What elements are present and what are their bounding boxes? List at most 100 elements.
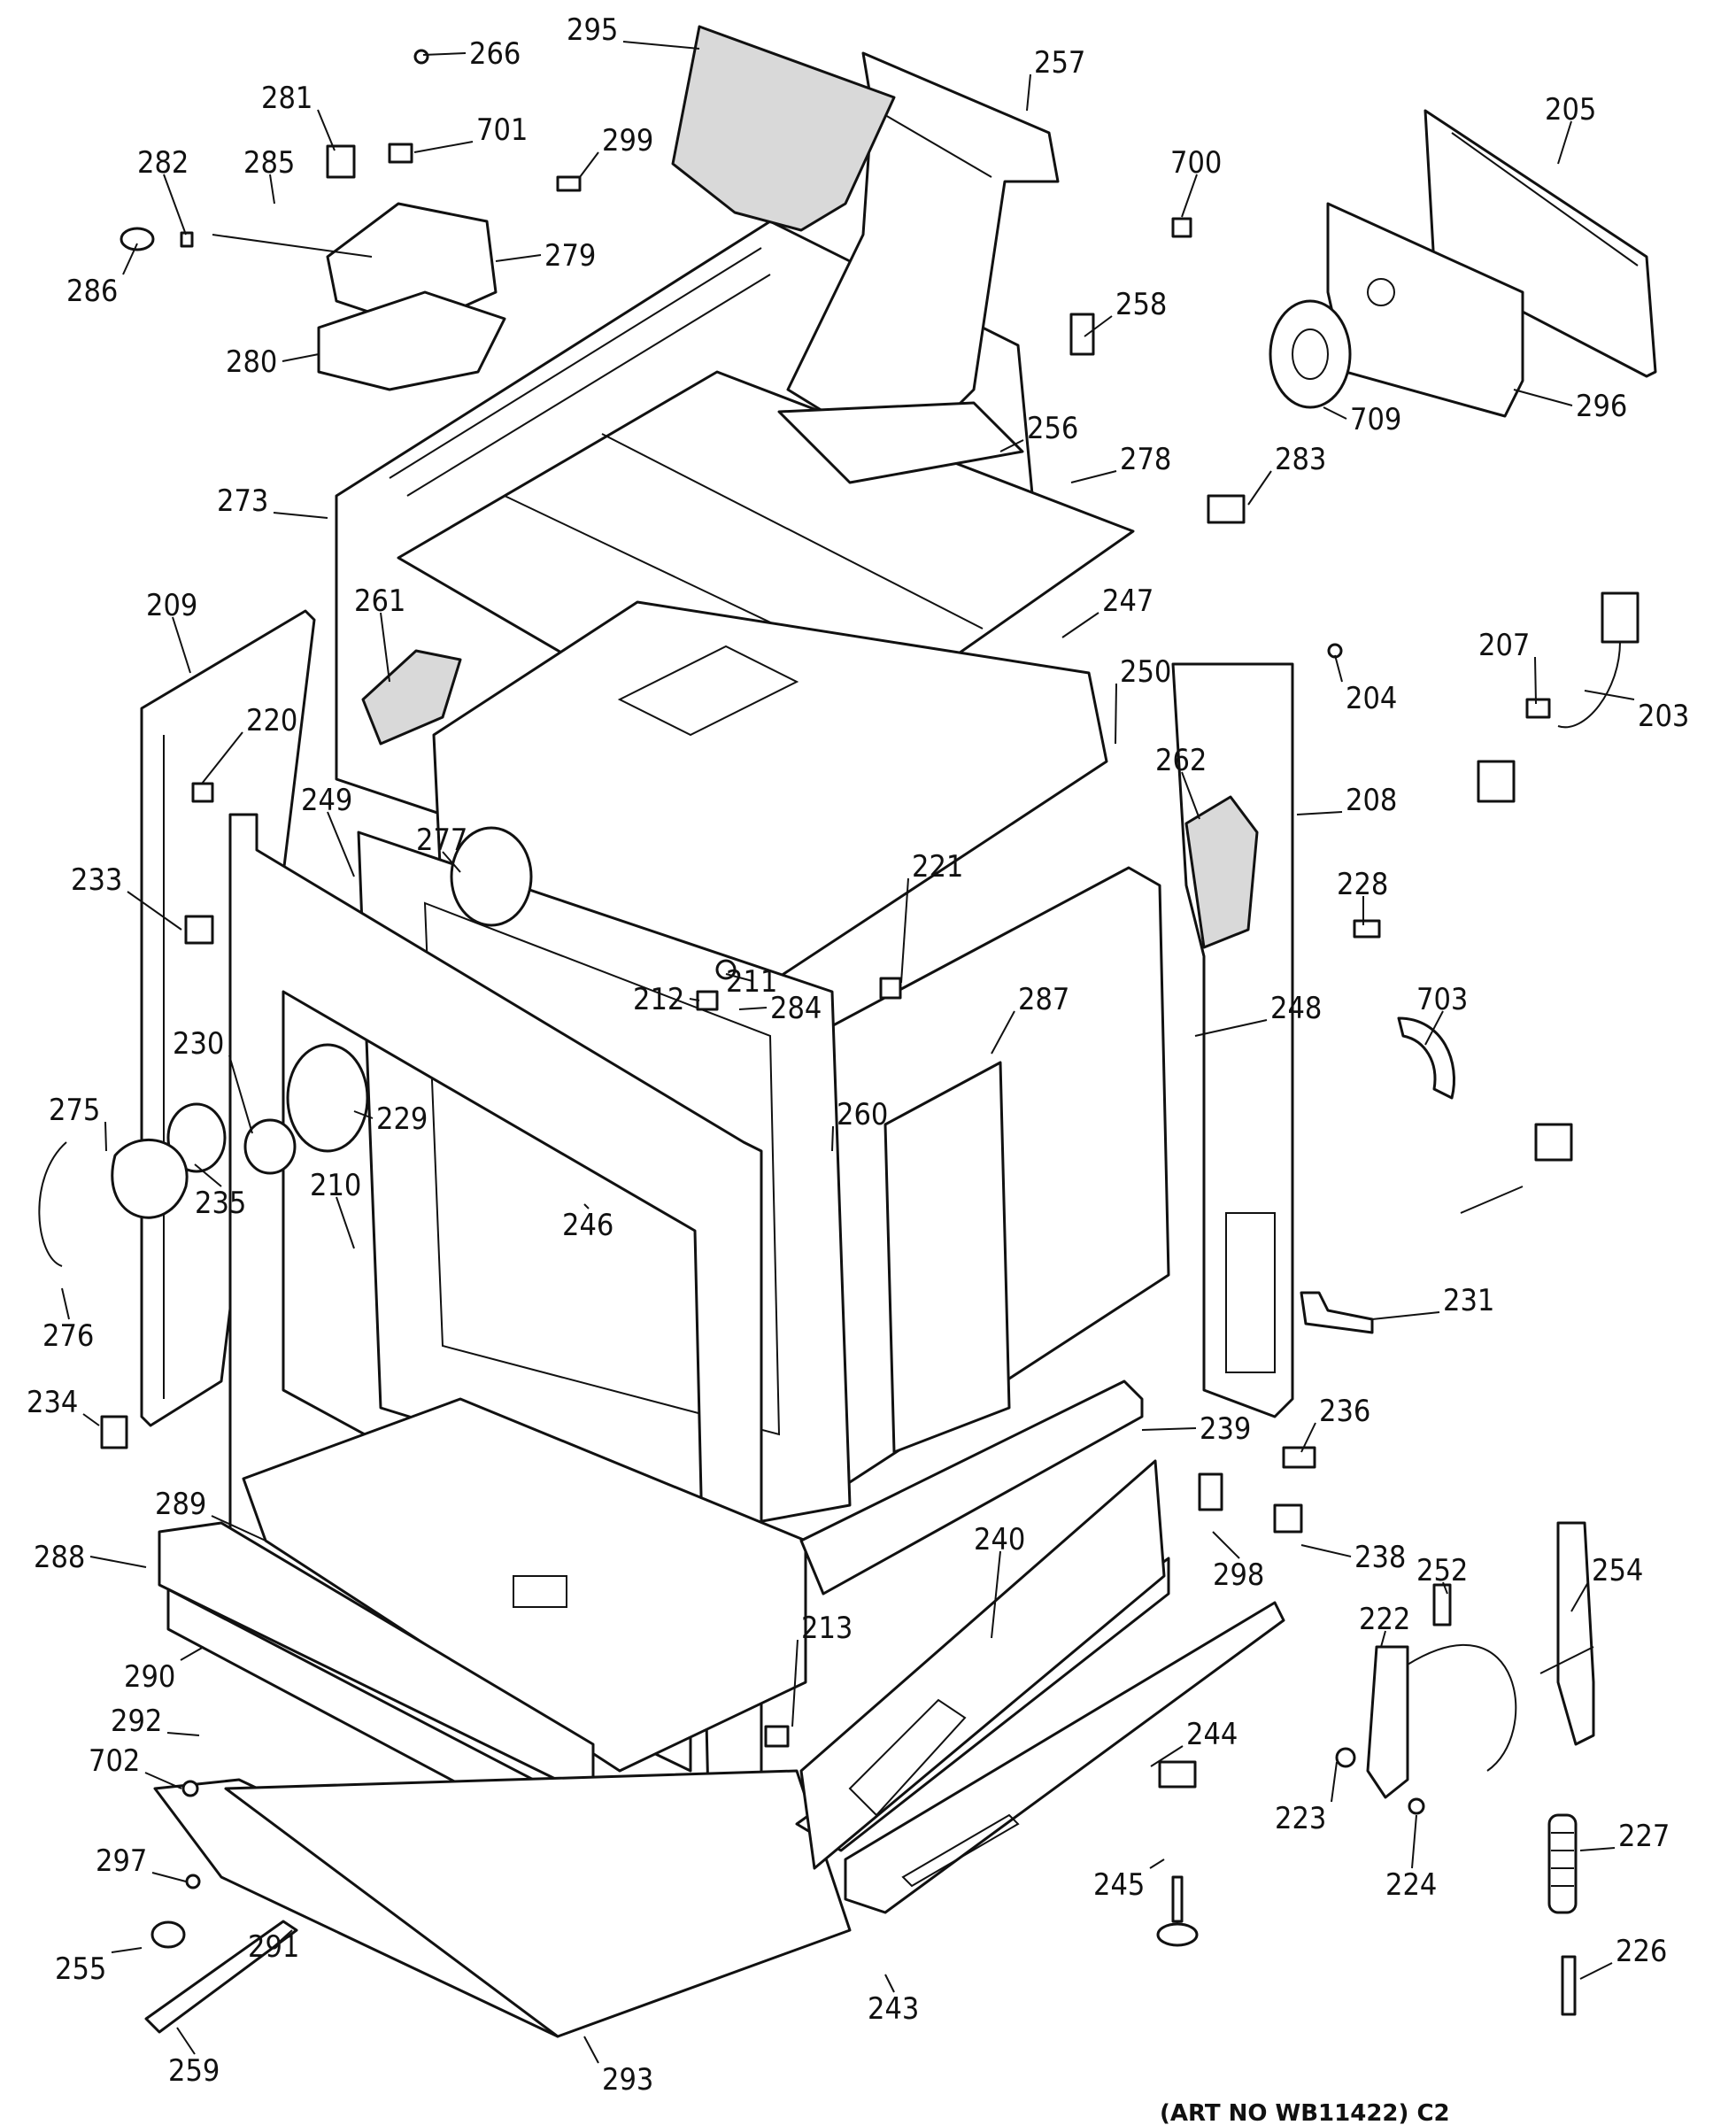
callout-235: 235 [195,1186,246,1221]
callout-298: 298 [1213,1557,1264,1593]
callout-703: 703 [1416,982,1468,1017]
leader-line-250 [1115,683,1117,745]
leader-line-299 [579,151,599,178]
leader-line-284 [738,1007,768,1010]
callout-228: 228 [1337,867,1388,902]
callout-207: 207 [1478,628,1530,663]
base-plate-293 [153,1769,852,2038]
leader-line-281 [317,109,336,151]
leader-line-231 [1371,1311,1440,1320]
callout-282: 282 [137,145,189,181]
callout-245: 245 [1093,1867,1145,1903]
leader-line-296 [1513,389,1573,406]
callout-275: 275 [49,1093,100,1128]
callout-230: 230 [173,1026,224,1062]
leader-line-292 [166,1732,200,1736]
callout-205: 205 [1545,92,1596,128]
callout-290: 290 [124,1659,175,1695]
callout-260: 260 [837,1097,888,1132]
callout-286: 286 [66,274,118,309]
callout-709: 709 [1350,402,1401,437]
leader-line-291 [274,1929,293,1947]
leader-line-273 [273,512,328,519]
left-side-panel-209 [140,609,316,1427]
leader-line-222 [1380,1630,1386,1648]
leader-line-221 [900,877,909,984]
thermostat-assembly-279 [212,202,506,391]
lower-panel-240 [795,1459,1170,1870]
leader-line-261 [380,612,390,683]
leader-line-207 [1534,656,1537,705]
leader-line-283 [1247,470,1272,506]
callout-258: 258 [1115,287,1167,322]
callout-262: 262 [1155,743,1207,778]
callout-277: 277 [416,823,467,858]
art-number: (ART NO WB11422) C2 [1160,2100,1450,2125]
callout-233: 233 [71,862,122,898]
callout-292: 292 [111,1704,162,1739]
leader-line-298 [1212,1531,1240,1559]
callout-213: 213 [801,1611,853,1646]
leader-line-289 [211,1515,266,1542]
leader-line-280 [282,353,320,362]
leader-line-212 [689,998,700,1001]
leader-line-249 [327,811,355,877]
leader-line-244 [1150,1745,1184,1767]
callout-210: 210 [310,1168,361,1203]
callout-280: 280 [226,344,277,380]
callout-204: 204 [1346,681,1397,716]
callout-281: 281 [261,81,312,116]
callout-209: 209 [146,588,197,623]
callout-211: 211 [726,964,777,1000]
leader-line-213 [791,1639,799,1727]
leader-line-204 [1334,654,1343,683]
leader-line-240 [991,1550,1001,1639]
callout-244: 244 [1186,1717,1238,1752]
callout-234: 234 [27,1385,78,1420]
callout-248: 248 [1270,991,1322,1026]
leader-line-209 [172,616,191,674]
leader-line-254 [1570,1581,1589,1612]
flange-229 [286,1043,369,1153]
leader-line-210 [336,1196,355,1249]
leader-line-223 [1331,1761,1338,1803]
callout-293: 293 [602,2062,653,2098]
callout-266: 266 [469,36,521,72]
callout-220: 220 [246,703,297,738]
hinge-bracket-254 [1539,1521,1595,1746]
callout-702: 702 [89,1743,140,1779]
insulation-295 [671,25,896,232]
leader-line-236 [1300,1422,1316,1453]
lamp-bulb-235 [166,1102,227,1173]
callout-256: 256 [1027,411,1078,446]
callout-701: 701 [476,112,528,148]
leader-line-266 [422,52,467,56]
callout-203: 203 [1638,699,1689,734]
leader-line-255 [111,1947,143,1953]
rear-bracket-205 [1424,109,1657,378]
leader-line-276 [61,1287,70,1320]
leader-line-700 [1181,174,1198,218]
leader-line-248 [1194,1019,1268,1037]
hinge-222 [1366,1643,1517,1799]
leader-line-229 [353,1110,374,1119]
leader-line-252 [1442,1581,1448,1595]
leader-line-227 [1579,1847,1616,1851]
bracket-703 [1397,1016,1455,1100]
hardware-small-parts [100,49,1577,2016]
callout-240: 240 [974,1522,1025,1557]
callout-249: 249 [301,783,352,818]
leader-line-293 [583,2036,599,2064]
leader-line-238 [1300,1544,1352,1557]
leader-line-259 [176,2027,196,2055]
callout-247: 247 [1102,583,1153,619]
callout-226: 226 [1616,1934,1667,1969]
leader-line-208 [1296,811,1343,815]
leader-line-245 [1149,1858,1165,1869]
flange-709 [1269,299,1352,409]
callout-250: 250 [1120,654,1171,690]
leader-line-246 [583,1203,590,1209]
leader-line-279 [495,254,542,262]
leader-line-247 [1061,612,1099,638]
